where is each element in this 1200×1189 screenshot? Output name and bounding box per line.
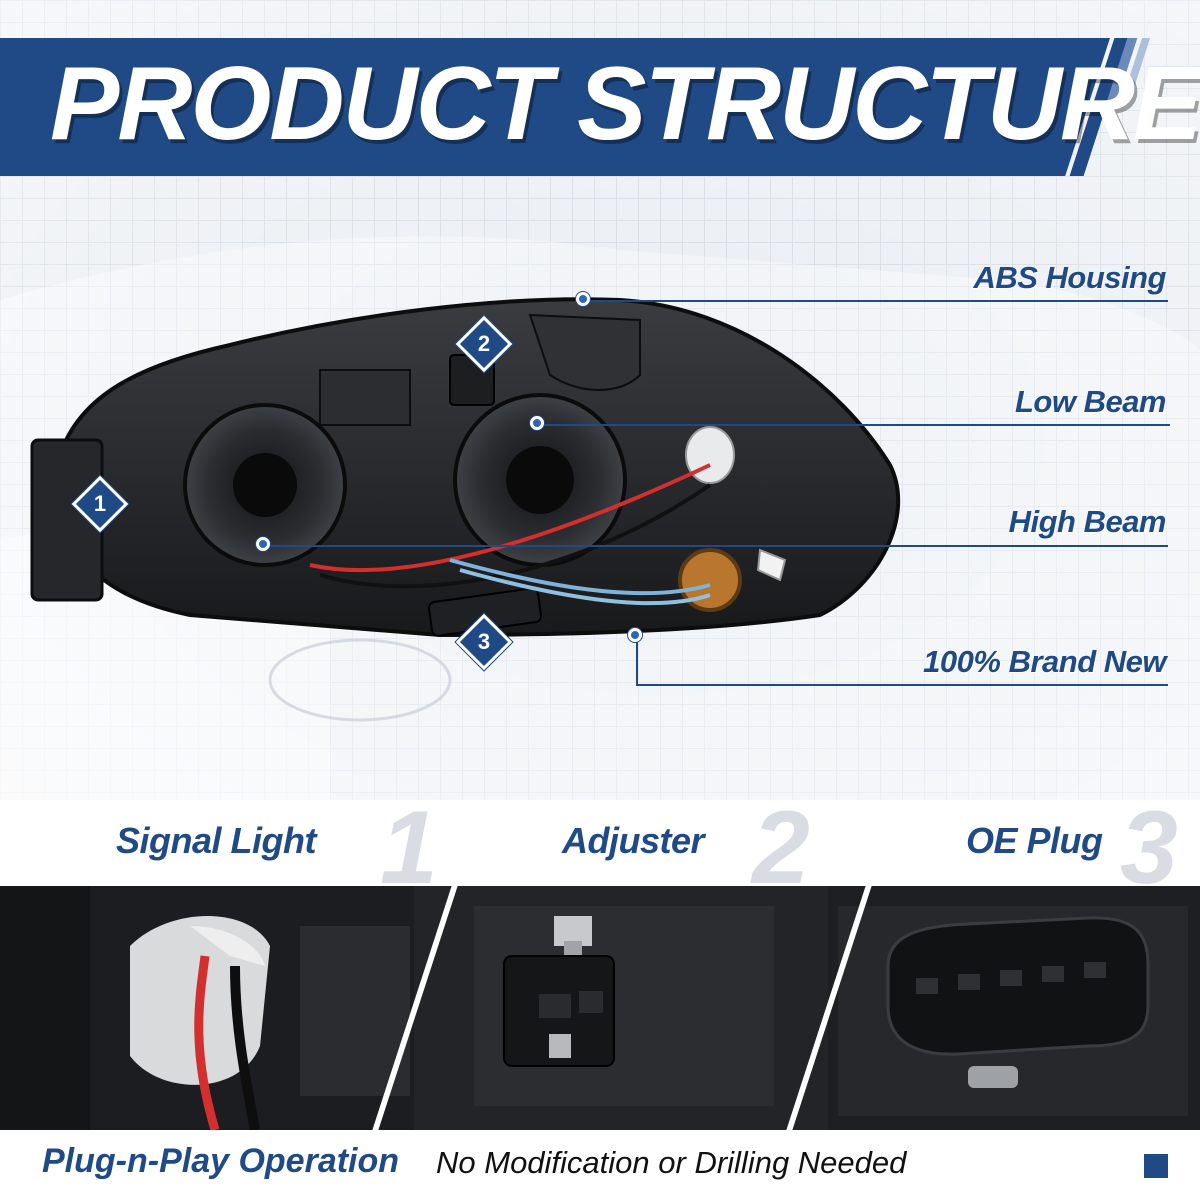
callout-line-low-beam [540,424,1170,426]
badge-1-number: 1 [93,491,107,516]
callout-dot-abs-housing [576,292,590,306]
callout-dot-high-beam [256,537,270,551]
callout-abs-housing: ABS Housing [973,260,1166,295]
footer-subtext: No Modification or Drilling Needed [436,1145,907,1180]
feature-label-strip [0,800,1200,886]
badge-3-number: 3 [477,629,491,654]
page-title: PRODUCT STRUCTURE [50,46,1200,162]
adjuster-photo [414,886,834,1130]
callout-dot-low-beam [530,416,544,430]
callout-high-beam: High Beam [1008,504,1167,539]
callout-brand-new: 100% Brand New [923,644,1166,679]
feature-number-1: 1 [380,790,438,906]
signal-light-photo [0,886,420,1130]
callout-line-abs-housing [586,300,1168,302]
footer-headline: Plug-n-Play Operation [42,1142,400,1180]
feature-label-oe-plug: OE Plug [966,820,1103,861]
callout-low-beam: Low Beam [1014,384,1167,419]
feature-number-3: 3 [1120,790,1178,906]
headlight-housing-image [30,297,901,638]
footer-bar [0,1130,1200,1189]
oe-plug-photo [828,886,1200,1130]
callout-dot-brand-new [628,628,642,642]
callout-line-brand-new-vertical [636,636,638,686]
callout-line-high-beam [268,545,1168,547]
callout-line-brand-new [636,684,1168,686]
footer-accent-square [1144,1154,1168,1178]
badge-2-number: 2 [477,331,491,356]
feature-number-2: 2 [752,790,810,906]
feature-label-adjuster: Adjuster [562,820,705,861]
feature-label-signal-light: Signal Light [116,820,316,861]
